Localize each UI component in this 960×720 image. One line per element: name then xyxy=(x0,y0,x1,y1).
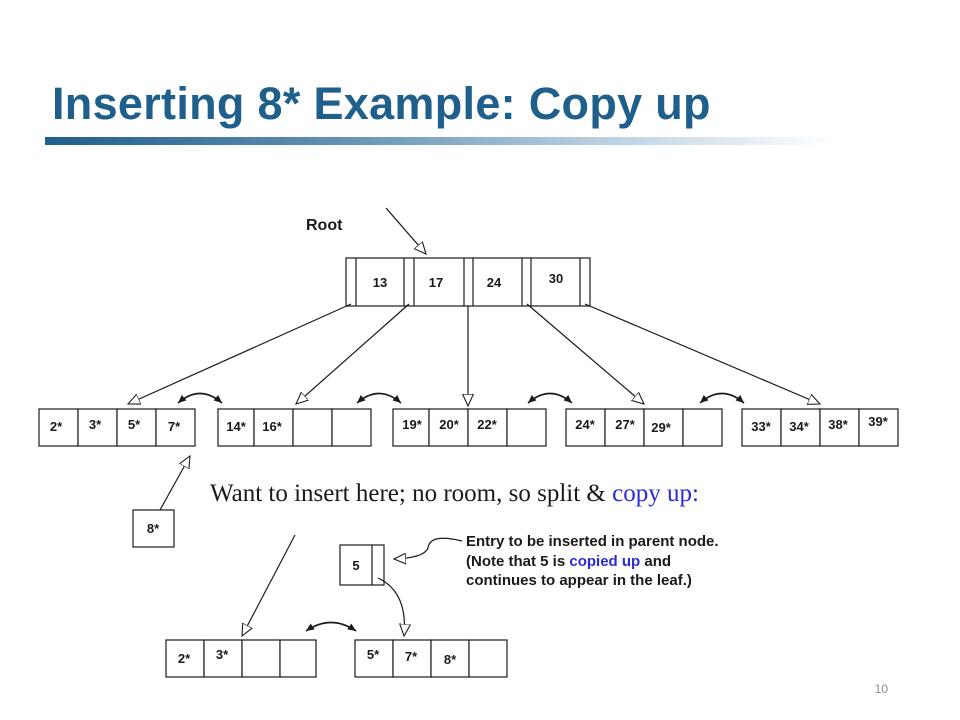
root-node: 13 17 24 30 xyxy=(345,257,591,307)
leaf-entry: 3* xyxy=(216,647,229,662)
root-key: 30 xyxy=(549,271,563,286)
leaf-entry: 5* xyxy=(367,647,380,662)
leaf-entry: 22* xyxy=(477,417,497,432)
note-highlight: copied up xyxy=(569,553,640,570)
child-pointer-arrow xyxy=(296,303,410,404)
insert-entry-box xyxy=(132,509,175,548)
leaf-node: 24* 27* 29* xyxy=(565,408,723,447)
leaf-slot xyxy=(565,408,606,447)
slide-title: Inserting 8* Example: Copy up xyxy=(52,78,711,129)
copied-up-frame xyxy=(339,544,385,586)
child-pointer-arrow xyxy=(526,303,644,404)
leaf-entry: 14* xyxy=(226,419,246,434)
leaf-slot xyxy=(155,408,196,447)
leaf-slot xyxy=(643,408,684,447)
child-pointer-arrow xyxy=(584,303,820,404)
copy-pointer-arrow xyxy=(377,577,404,636)
insert-entry: 8* xyxy=(147,521,160,536)
note-line-2: (Note that 5 is copied up and xyxy=(466,553,671,570)
leaf-slot xyxy=(506,408,547,447)
leaf-slot xyxy=(292,408,333,447)
root-key: 24 xyxy=(487,275,502,290)
leaf-entry: 20* xyxy=(439,417,459,432)
leaf-node: 14* 16* xyxy=(217,408,372,447)
page-number: 10 xyxy=(874,682,888,696)
leaf-slot xyxy=(858,408,899,447)
leaf-entry: 19* xyxy=(402,417,422,432)
insert-arrow xyxy=(159,456,190,511)
sibling-links xyxy=(177,392,745,404)
leaf-entry: 16* xyxy=(262,419,282,434)
sibling-link-arrow xyxy=(177,392,223,404)
split-sibling-link-arrow xyxy=(305,621,357,632)
leaf-entry: 3* xyxy=(89,417,102,432)
leaf-entry: 5* xyxy=(128,417,141,432)
leaf-slot xyxy=(468,639,508,678)
leaf-slot xyxy=(354,639,394,678)
leaf-entry: 33* xyxy=(751,419,771,434)
root-key: 13 xyxy=(373,275,387,290)
sibling-link-arrow xyxy=(527,392,573,404)
split-message-text: Want to insert here; no room, so split & xyxy=(210,480,612,507)
leaf-entry: 38* xyxy=(828,417,848,432)
leaf-slot xyxy=(604,408,645,447)
leaf-entry: 2* xyxy=(178,651,191,666)
child-pointer-arrow xyxy=(128,303,352,404)
note-pointer-arrow xyxy=(394,537,463,559)
leaf-node: 33* 34* 38* 39* xyxy=(741,408,899,447)
leaf-slot xyxy=(279,639,317,678)
root-pointer-arrow xyxy=(385,207,426,254)
copied-up-node: 5 xyxy=(339,544,385,586)
leaf-slot xyxy=(741,408,782,447)
leaf-node: 2* 3* 5* 7* xyxy=(38,408,196,447)
leaf-slot xyxy=(331,408,372,447)
leaf-entry: 8* xyxy=(444,652,457,667)
note-line-2-tail: and xyxy=(640,553,671,570)
leaf-entry: 7* xyxy=(405,649,418,664)
leaf-slot xyxy=(392,408,430,447)
leaf-entry: 2* xyxy=(50,419,63,434)
leaf-entry: 39* xyxy=(868,414,888,429)
note-line-1: Entry to be inserted in parent node. xyxy=(466,533,719,550)
leaf-entry: 34* xyxy=(789,419,809,434)
split-message: Want to insert here; no room, so split &… xyxy=(210,480,699,507)
leaf-slot xyxy=(241,639,281,678)
root-key: 17 xyxy=(429,275,443,290)
leaf-slot xyxy=(819,408,860,447)
note-line-2-text: (Note that 5 is xyxy=(466,553,569,570)
root-node-frame xyxy=(345,257,591,307)
leaf-slot xyxy=(203,639,243,678)
note-line-3: continues to appear in the leaf.) xyxy=(466,572,692,589)
leaf-node: 19* 20* 22* xyxy=(392,408,547,447)
split-leaf-right: 5* 7* 8* xyxy=(354,639,508,678)
copied-key: 5 xyxy=(352,558,359,573)
leaf-slot xyxy=(217,408,255,447)
split-message-highlight: copy up: xyxy=(612,480,699,507)
leaf-entry: 27* xyxy=(615,417,635,432)
root-label: Root xyxy=(306,217,343,234)
left-leaf-pointer-arrow xyxy=(242,534,296,636)
leaf-slot xyxy=(467,408,508,447)
sibling-link-arrow xyxy=(699,392,745,404)
leaf-slot xyxy=(682,408,723,447)
leaf-entry: 7* xyxy=(168,419,181,434)
leaf-slot xyxy=(253,408,294,447)
title-underline xyxy=(45,137,835,145)
split-leaf-left: 2* 3* xyxy=(165,639,317,678)
leaf-entry: 29* xyxy=(651,420,671,435)
leaf-entry: 24* xyxy=(575,417,595,432)
sibling-link-arrow xyxy=(356,392,402,404)
leaf-slot xyxy=(780,408,821,447)
leaf-slot xyxy=(392,639,432,678)
child-pointers xyxy=(128,303,820,406)
